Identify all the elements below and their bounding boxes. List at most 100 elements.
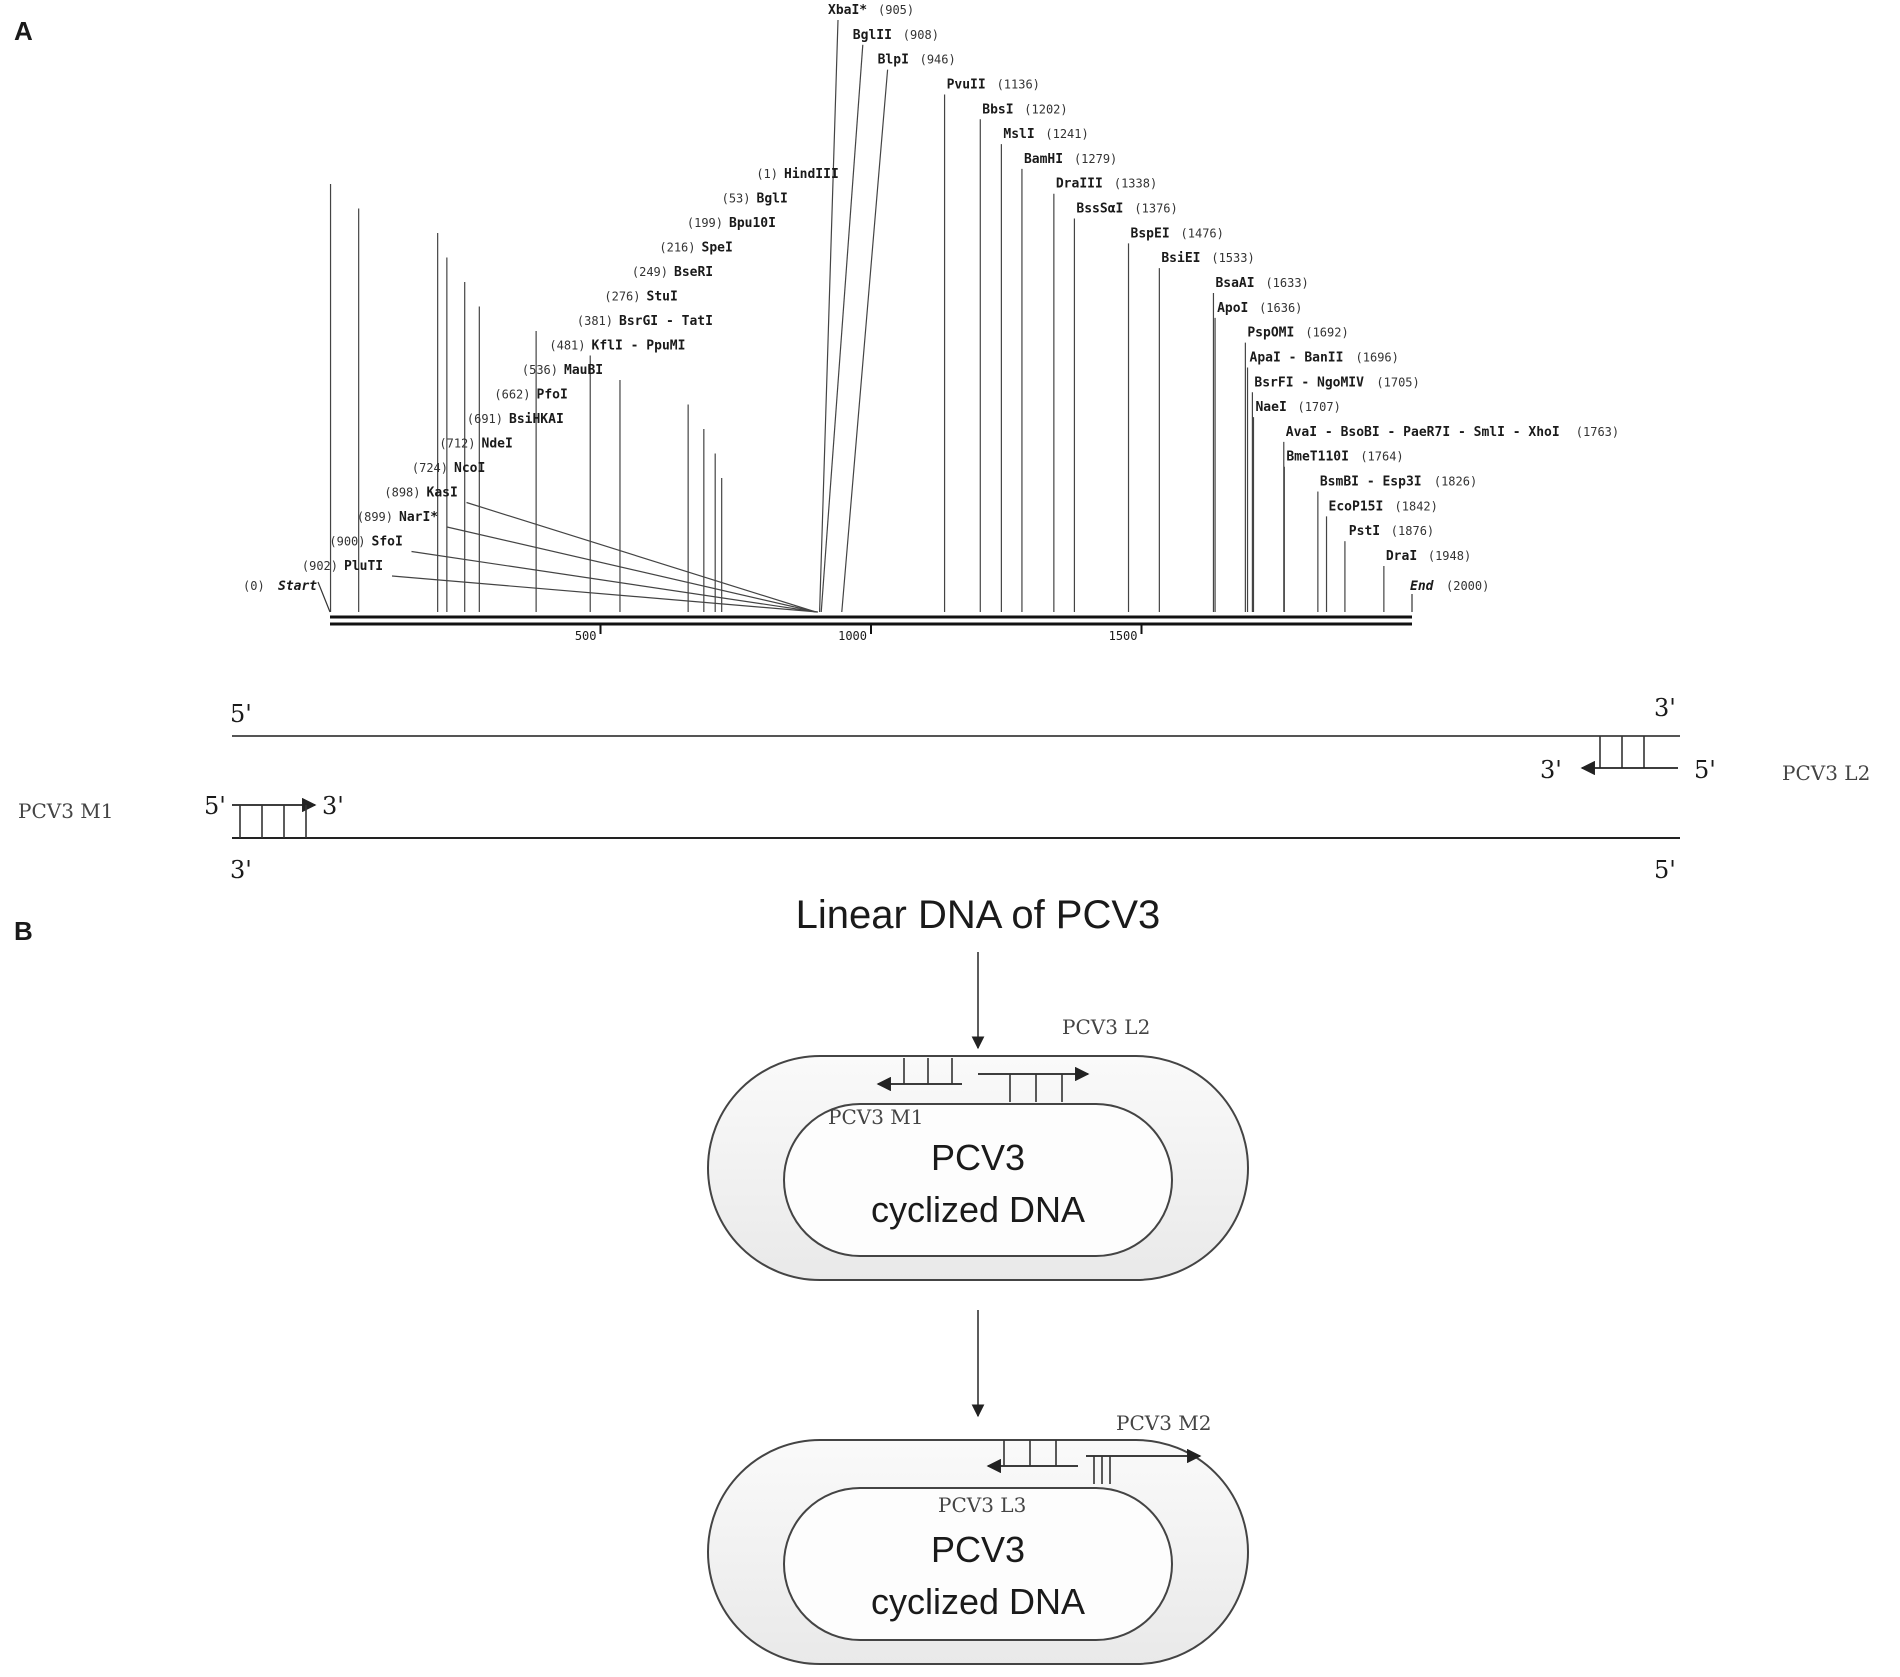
enzyme-name: BspEI bbox=[1131, 226, 1170, 241]
enzyme-name: ApaI - BanII bbox=[1250, 350, 1344, 365]
enzyme-leader-line bbox=[820, 44, 864, 613]
enzyme-name: BmeT110I bbox=[1286, 450, 1349, 465]
sequence-backbone bbox=[330, 615, 1412, 626]
enzyme-name: BsiHKAI bbox=[509, 412, 564, 427]
enzyme-leader-line bbox=[466, 501, 816, 613]
enzyme-name: BsrFI - NgoMIV bbox=[1254, 375, 1364, 390]
enzyme-name: StuI bbox=[647, 290, 678, 305]
enzyme-name: BsiEI bbox=[1161, 251, 1200, 266]
enzyme-position: (1696) bbox=[1356, 350, 1399, 364]
start-position: (0) bbox=[243, 579, 265, 593]
inner-ring-2 bbox=[783, 1487, 1173, 1641]
enzyme-position: (899) bbox=[357, 510, 393, 524]
enzyme-position: (946) bbox=[920, 53, 956, 67]
enzyme-position: (1705) bbox=[1376, 375, 1419, 389]
panel-letter-a: A bbox=[14, 16, 33, 46]
primer-m1-3-prime: 3' bbox=[322, 792, 344, 820]
restriction-map-labels: (1) HindIII (53) BglI (199) Bpu10I (216) SpeI (2… bbox=[302, 3, 1619, 574]
enzyme-name: PstI bbox=[1349, 524, 1380, 539]
enzyme-position: (1763) bbox=[1576, 425, 1619, 439]
enzyme-name: KasI bbox=[427, 486, 458, 501]
enzyme-leader-line bbox=[841, 69, 889, 613]
enzyme-name: BglI bbox=[757, 192, 788, 207]
enzyme-position: (691) bbox=[467, 412, 503, 426]
enzyme-position: (53) bbox=[722, 192, 751, 206]
enzyme-name: MslI bbox=[1003, 127, 1034, 142]
primer-l2-5-prime: 5' bbox=[1694, 756, 1716, 784]
primer-l3-m2-glyph bbox=[986, 1440, 1202, 1484]
enzyme-position: (662) bbox=[494, 388, 530, 402]
primer-l2-label: PCV3 L2 bbox=[1782, 761, 1870, 785]
primer-schematic: 5' 3' 3' 5' PCV3 L2 5' 3' PCV3 M1 3' 5' bbox=[18, 694, 1870, 884]
enzyme-position: (1636) bbox=[1259, 301, 1302, 315]
start-label: Start bbox=[278, 579, 317, 594]
cyclized-1-line1: PCV3 bbox=[931, 1137, 1025, 1178]
enzyme-position: (481) bbox=[549, 339, 585, 353]
enzyme-name: DraI bbox=[1386, 549, 1417, 564]
enzyme-position: (1338) bbox=[1114, 177, 1157, 191]
enzyme-position: (216) bbox=[659, 241, 695, 255]
enzyme-position: (1533) bbox=[1211, 251, 1254, 265]
start-leader bbox=[317, 581, 331, 613]
cyclized-1-line2: cyclized DNA bbox=[871, 1189, 1085, 1230]
enzyme-leader-line bbox=[446, 526, 817, 613]
enzyme-name: PfoI bbox=[537, 388, 568, 403]
enzyme-name: BssSαI bbox=[1076, 202, 1123, 217]
enzyme-position: (712) bbox=[439, 437, 475, 451]
enzyme-position: (1692) bbox=[1305, 326, 1348, 340]
enzyme-name: BsaAI bbox=[1215, 276, 1254, 291]
enzyme-position: (249) bbox=[632, 265, 668, 279]
enzyme-position: (1633) bbox=[1265, 276, 1308, 290]
enzyme-name: NdeI bbox=[482, 437, 513, 452]
enzyme-position: (1842) bbox=[1395, 499, 1438, 513]
enzyme-name: NaeI bbox=[1255, 400, 1286, 415]
cyclized-2-primer-m2-label: PCV3 M2 bbox=[1116, 1411, 1212, 1435]
primer-m1-label: PCV3 M1 bbox=[18, 799, 114, 823]
enzyme-name: AvaI - BsoBI - PaeR7I - SmlI - XhoI bbox=[1286, 425, 1560, 440]
enzyme-position: (199) bbox=[687, 216, 723, 230]
primer-l2-3-prime: 3' bbox=[1540, 756, 1562, 784]
enzyme-name: NarI* bbox=[399, 510, 438, 525]
enzyme-position: (1202) bbox=[1024, 102, 1067, 116]
enzyme-name: BsmBI - Esp3I bbox=[1320, 475, 1422, 490]
enzyme-leader-line bbox=[819, 19, 839, 613]
enzyme-position: (1764) bbox=[1360, 450, 1403, 464]
enzyme-name: DraIII bbox=[1056, 177, 1103, 192]
enzyme-position: (905) bbox=[878, 3, 914, 17]
enzyme-position: (1876) bbox=[1391, 524, 1434, 538]
enzyme-name: Bpu10I bbox=[729, 216, 776, 231]
enzyme-position: (1279) bbox=[1074, 152, 1117, 166]
enzyme-name: BbsI bbox=[982, 102, 1013, 117]
enzyme-leader-line bbox=[411, 550, 817, 613]
enzyme-name: ApoI bbox=[1217, 301, 1248, 316]
top-strand-3-prime: 3' bbox=[1654, 694, 1676, 722]
enzyme-name: NcoI bbox=[454, 461, 485, 476]
cyclized-dna-2: PCV3 cyclized DNA PCV3 M2 PCV3 L3 bbox=[707, 1411, 1249, 1665]
enzyme-name: BseRI bbox=[674, 265, 713, 280]
primer-l2-glyph bbox=[1580, 736, 1678, 776]
enzyme-position: (724) bbox=[412, 461, 448, 475]
enzyme-position: (536) bbox=[522, 363, 558, 377]
enzyme-name: MauBI bbox=[564, 363, 603, 378]
enzyme-position: (1707) bbox=[1297, 400, 1340, 414]
cyclized-2-line2: cyclized DNA bbox=[871, 1581, 1085, 1622]
enzyme-name: SpeI bbox=[702, 241, 733, 256]
end-position: (2000) bbox=[1446, 579, 1489, 593]
panel-letter-b: B bbox=[14, 916, 33, 946]
enzyme-position: (1) bbox=[756, 167, 778, 181]
primer-m1-l2-glyph bbox=[876, 1058, 1090, 1102]
enzyme-name: HindIII bbox=[784, 167, 839, 182]
bottom-strand-3-prime: 3' bbox=[230, 856, 252, 884]
enzyme-name: XbaI* bbox=[828, 3, 867, 18]
enzyme-position: (1948) bbox=[1428, 549, 1471, 563]
enzyme-position: (908) bbox=[903, 28, 939, 42]
enzyme-name: PluTI bbox=[344, 559, 383, 574]
bottom-strand-5-prime: 5' bbox=[1654, 856, 1676, 884]
enzyme-position: (1826) bbox=[1434, 475, 1477, 489]
enzyme-position: (1136) bbox=[997, 77, 1040, 91]
enzyme-position: (1376) bbox=[1134, 202, 1177, 216]
restriction-map-lines bbox=[329, 19, 1385, 613]
